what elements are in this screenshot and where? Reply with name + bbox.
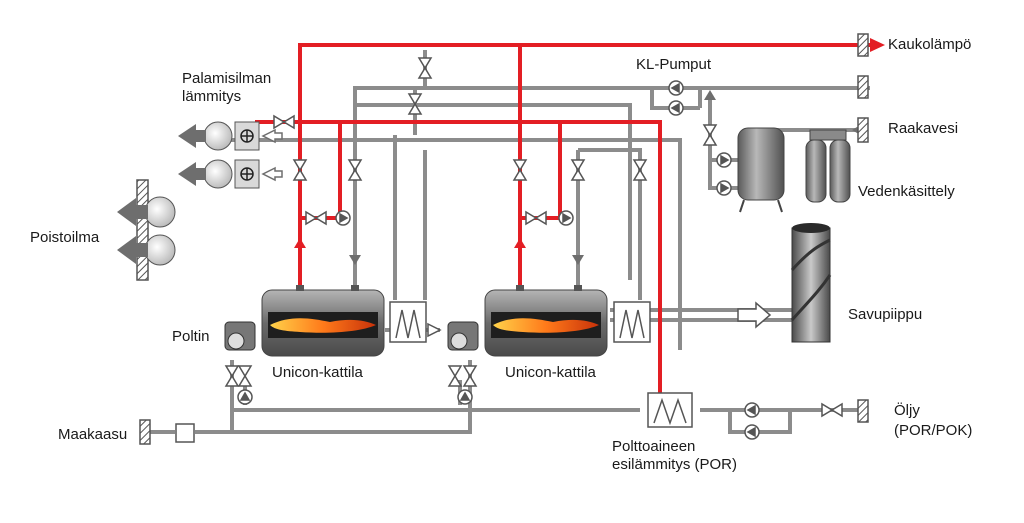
wall-terminals [136,33,869,445]
oil-label-line2: (POR/POK) [894,422,973,439]
kl-pumps-label: KL-Pumput [636,56,712,73]
arrow-left-icon [117,236,148,264]
wall-icon [857,399,869,423]
valve-icon [417,57,433,79]
pump-icon [668,80,684,96]
burner-fan-icon [227,332,245,350]
arrow-left-icon [117,198,148,226]
oil-label-line1: Öljy [894,402,920,419]
boiler2-flow-arrow [514,238,526,248]
fan-icon [203,121,233,151]
wall-icon [139,419,151,445]
pump-icon [457,389,473,405]
district-heat-arrow [870,38,885,52]
valve-icon [702,124,718,146]
gas-meter-icon [175,423,195,443]
heat-exchanger-icon [389,301,427,343]
pump-icon [558,210,574,226]
boiler-1 [224,285,385,357]
arrow-left-icon [178,124,206,148]
burner-label: Poltin [172,328,210,345]
wall-icon [857,117,869,143]
exhaust-air-label: Poistoilma [30,229,100,246]
valve-icon [305,210,327,226]
pump-icon [744,424,760,440]
valve-icon [525,210,547,226]
chimney-label: Savupiippu [848,306,923,323]
fan-icon [203,159,233,189]
air-preheat-units [178,121,283,189]
flue-arrow-icon [737,301,772,329]
chimney [790,223,832,343]
boiler-1-label: Unicon-kattila [272,364,363,381]
valve-icon [447,365,463,387]
wall-icon [136,179,149,281]
heat-exchangers [175,301,772,443]
pumps [237,80,760,440]
raw-water-label: Raakavesi [888,120,959,137]
valve-icon [237,365,253,387]
valve-icon [512,159,528,181]
wall-icon [857,33,869,57]
pump-icon [237,389,253,405]
fuel-preheat-label-line2: esilämmitys (POR) [612,456,738,473]
pump-icon [716,180,732,196]
flame-icon [493,318,599,333]
valve-icon [462,365,478,387]
valve-icon [632,159,648,181]
boiler-2-label: Unicon-kattila [505,364,596,381]
valve-icon [407,93,423,115]
fan-icon [144,234,176,266]
hot-arrows [294,38,885,248]
pump-icon [668,100,684,116]
pump-icon [744,402,760,418]
natural-gas-label: Maakaasu [58,426,128,443]
heat-exchanger-icon [647,392,693,428]
fan-icon [144,196,176,228]
air-preheat-label-line1: Palamisilman [182,70,272,87]
boiler-2 [447,285,608,357]
valve-icon [292,159,308,181]
valve-icon [570,159,586,181]
exhaust-fans [117,196,176,266]
valve-icon [224,365,240,387]
boiler1-flow-arrow [294,238,306,248]
water-treatment-label: Vedenkäsittely [858,183,955,200]
arrow-left-icon [178,162,206,186]
fuel-preheat-label-line1: Polttoaineen [612,438,696,455]
valve-icon [821,402,843,418]
heat-exchanger-icon [613,301,651,343]
district-heat-label: Kaukolämpö [888,36,972,53]
air-preheat-label-line2: lämmitys [182,88,242,105]
flame-icon [270,318,376,333]
valve-icon [347,159,363,181]
burner-fan-icon [450,332,468,350]
water-treatment-equipment [737,127,851,213]
valves [224,57,843,418]
pump-icon [716,152,732,168]
wall-icon [857,75,869,99]
pump-icon [335,210,351,226]
valve-icon [273,114,295,130]
flue-arrow-icon [427,322,442,338]
